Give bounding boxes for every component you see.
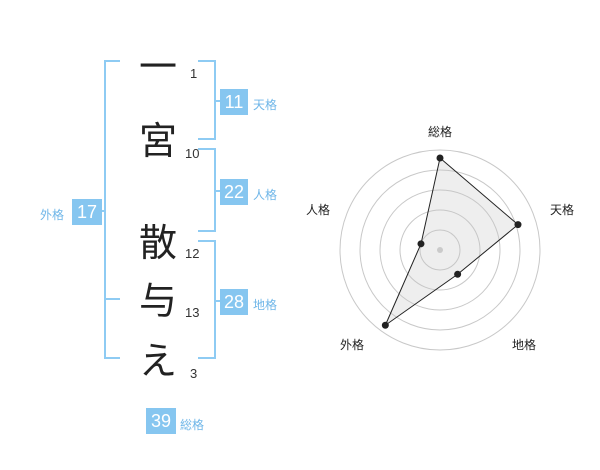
- radar-ring: [419, 229, 461, 271]
- stroke-count-4: 13: [185, 305, 200, 320]
- gaikaku-bracket-tick: [104, 298, 120, 300]
- name-char-3: 散: [138, 221, 177, 265]
- gaikaku-bracket: [104, 60, 120, 359]
- chikaku-label: 地格: [253, 298, 278, 312]
- name-char-2: 宮: [138, 119, 177, 163]
- radar-point-3: [454, 270, 462, 278]
- soukaku-value-badge: 39: [146, 408, 176, 434]
- jinkaku-connector: [214, 190, 222, 192]
- radar-axis-label-tenkaku: 天格: [550, 203, 575, 217]
- radar-axis-label-soukaku: 総格: [428, 125, 453, 139]
- radar-point-1: [436, 154, 444, 162]
- radar-polygon: [384, 157, 519, 327]
- chikaku-value-badge: 28: [220, 289, 248, 315]
- name-char-5: え: [138, 339, 177, 383]
- tenkaku-value-badge: 11: [220, 89, 248, 115]
- soukaku-label: 総格: [180, 418, 205, 432]
- radar-point-2: [514, 221, 522, 229]
- gaikaku-value-badge: 17: [72, 199, 102, 225]
- radar-axis-label-jinkaku: 人格: [306, 203, 331, 217]
- chikaku-connector: [214, 300, 222, 302]
- radar-axis-label-gaikaku: 外格: [340, 338, 365, 352]
- jinkaku-value-badge: 22: [220, 179, 248, 205]
- stroke-count-5: 3: [190, 366, 198, 381]
- jinkaku-label: 人格: [253, 188, 278, 202]
- name-char-1: 一: [138, 45, 177, 89]
- gaikaku-label: 外格: [40, 208, 65, 222]
- name-char-4: 与: [138, 279, 177, 323]
- radar-chart: [339, 149, 541, 351]
- radar-axis-label-chikaku: 地格: [512, 338, 537, 352]
- radar-center: [437, 247, 443, 253]
- radar-ring: [359, 169, 521, 331]
- radar-ring: [399, 209, 481, 291]
- radar-ring: [379, 189, 501, 311]
- radar-point-4: [381, 321, 389, 329]
- tenkaku-connector: [214, 100, 222, 102]
- gaikaku-connector: [98, 210, 106, 212]
- tenkaku-label: 天格: [253, 98, 278, 112]
- radar-point-5: [417, 240, 425, 248]
- stroke-count-2: 10: [185, 146, 200, 161]
- chikaku-bracket: [198, 240, 216, 359]
- stroke-count-1: 1: [190, 66, 198, 81]
- stroke-count-3: 12: [185, 246, 200, 261]
- radar-ring: [339, 149, 541, 351]
